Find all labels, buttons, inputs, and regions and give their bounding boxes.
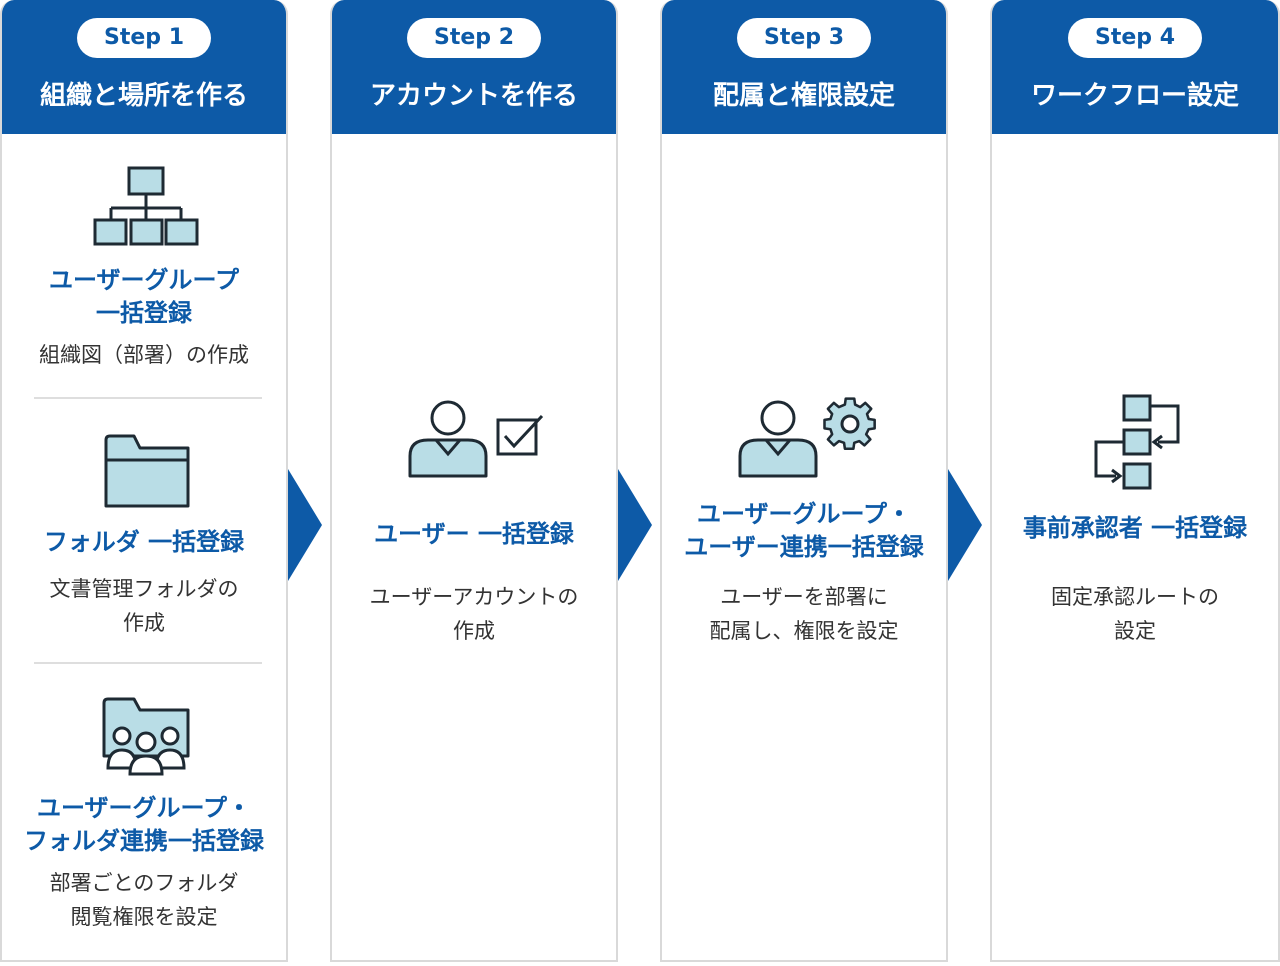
step-3-title: 配属と権限設定: [712, 81, 895, 111]
step-arrow-icon: [948, 469, 982, 581]
step-4-column: Step 4 ワークフロー設定 事前承認者 一括登録 固定承認ルートの 設定: [990, 0, 1280, 962]
step-2-badge: Step 2: [407, 18, 541, 58]
folder-users-icon: [102, 697, 190, 776]
step-2-column: Step 2 アカウントを作る ユーザー 一括登録 ユーザーアカウントの 作成: [330, 0, 618, 962]
step-arrow-icon: [288, 469, 322, 581]
step-4-header: Step 4 ワークフロー設定: [992, 0, 1278, 134]
folder-icon: [104, 434, 190, 508]
divider: [34, 662, 262, 664]
step-4-title: ワークフロー設定: [1030, 81, 1239, 111]
step-1-column: Step 1 組織と場所を作る ユーザーグループ 一括登録 組織図（部署）の作成…: [0, 0, 288, 962]
divider: [34, 397, 262, 399]
step-1-block-1-title: ユーザーグループ 一括登録: [48, 266, 240, 327]
step-3-column: Step 3 配属と権限設定 ユーザーグループ・ ユーザー連携一括登録 ユーザー…: [660, 0, 948, 962]
step-2-block-title: ユーザー 一括登録: [374, 520, 574, 548]
step-3-block-title: ユーザーグループ・ ユーザー連携一括登録: [684, 500, 924, 561]
step-1-header: Step 1 組織と場所を作る: [2, 0, 286, 134]
step-1-block-1-desc: 組織図（部署）の作成: [39, 343, 249, 367]
workflow-icon: [1094, 394, 1180, 490]
step-2-block-desc: ユーザーアカウントの 作成: [369, 585, 579, 643]
step-1-block-2-desc: 文書管理フォルダの 作成: [49, 577, 239, 635]
step-3-block-desc: ユーザーを部署に 配属し、権限を設定: [709, 585, 899, 643]
step-1-block-2-title: フォルダ 一括登録: [43, 528, 245, 556]
step-1-title: 組織と場所を作る: [39, 81, 248, 111]
step-3-header: Step 3 配属と権限設定: [662, 0, 946, 134]
user-check-icon: [408, 400, 544, 478]
step-4-block-desc: 固定承認ルートの 設定: [1051, 585, 1219, 643]
step-4-badge: Step 4: [1068, 18, 1202, 58]
step-1-badge: Step 1: [77, 18, 211, 58]
step-1-block-3-title: ユーザーグループ・ フォルダ連携一括登録: [24, 794, 264, 855]
org-chart-icon: [93, 166, 199, 246]
step-arrow-icon: [618, 469, 652, 581]
step-4-block-title: 事前承認者 一括登録: [1022, 514, 1248, 542]
step-1-block-3-desc: 部署ごとのフォルダ 閲覧権限を設定: [49, 871, 239, 929]
user-gear-icon: [738, 397, 876, 478]
step-2-header: Step 2 アカウントを作る: [332, 0, 616, 134]
step-2-title: アカウントを作る: [369, 81, 578, 111]
step-3-badge: Step 3: [737, 18, 871, 58]
